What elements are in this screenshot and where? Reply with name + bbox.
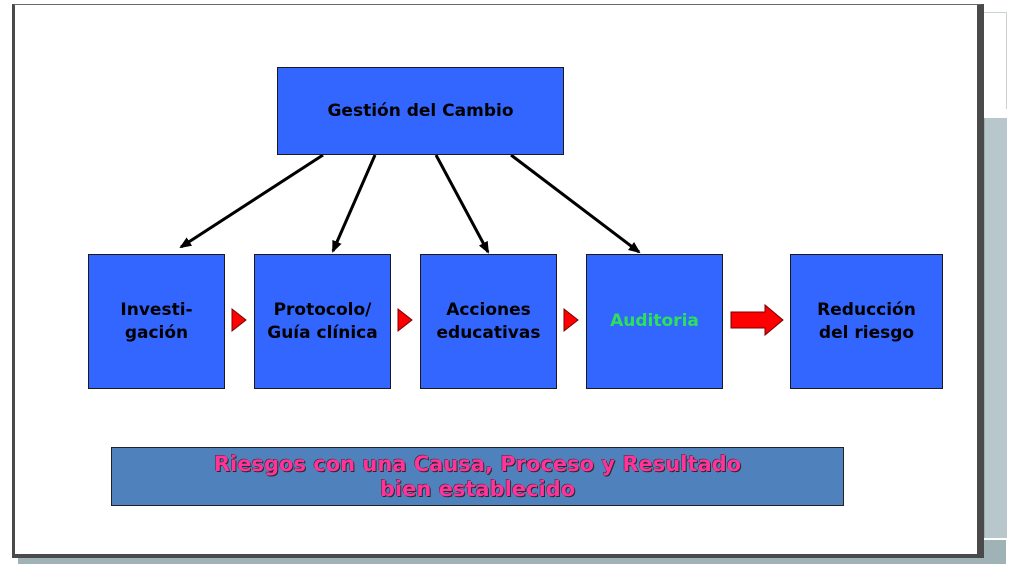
banner-line-1: Riesgos con una Causa, Proceso y Resulta… [213,451,742,476]
box-protocolo: Protocolo/ Guía clínica [254,254,391,389]
red-triangle-3 [563,307,579,333]
red-block-arrow [730,303,784,337]
background-panel-top [984,12,1007,109]
box-gestion-del-cambio: Gestión del Cambio [277,67,564,155]
box-acciones-educativas: Acciones educativas [420,254,557,389]
arrow-to-protocolo [331,154,377,253]
box-reduccion-del-riesgo: Reducción del riesgo [790,254,943,389]
summary-banner: Riesgos con una Causa, Proceso y Resulta… [111,447,844,506]
arrow-to-acciones [434,154,490,254]
background-panel [984,118,1007,538]
arrow-to-auditoria [510,153,641,254]
box-investigacion: Investi- gación [88,254,225,389]
box-auditoria: Auditoria [586,254,723,389]
red-triangle-1 [231,307,247,333]
red-triangle-2 [397,307,413,333]
banner-line-2: bien establecido [379,476,576,501]
arrow-to-investigacion [179,153,324,249]
